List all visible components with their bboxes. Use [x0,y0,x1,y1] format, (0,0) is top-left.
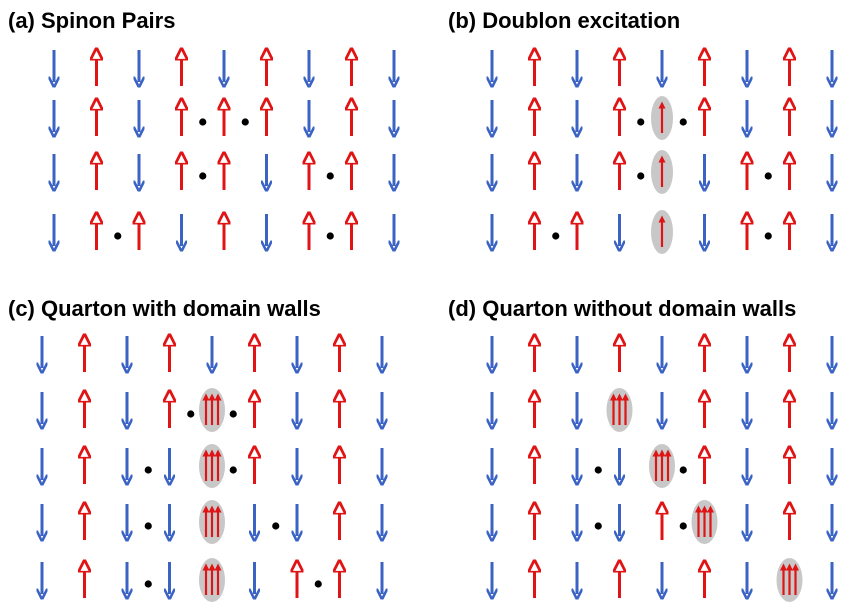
panel1-row2-8-holon-dot [764,172,772,180]
panel0-row3-2-holon-dot [114,232,122,240]
panel0-row3-8-holon-dot [326,232,334,240]
panel1-row2-4-holon-dot [637,172,645,180]
panel1-row1-4-holon-dot [637,118,645,126]
panel1-row3-8-holon-dot [764,232,772,240]
panel3-row3-3-holon-dot [594,522,602,530]
panel-a-title: (a) Spinon Pairs [8,8,176,33]
panel2-row1-4-holon-dot [187,410,195,418]
panel-c-title: (c) Quarton with domain walls [8,296,321,321]
panel-b-title: (b) Doublon excitation [448,8,681,33]
panel2-row4-8-holon-dot [314,580,322,588]
panel0-row1-6-holon-dot [241,118,249,126]
panel0-row2-4-holon-dot [199,172,207,180]
panel2-row3-3-holon-dot [144,522,152,530]
panel2-row2-3-holon-dot [144,466,152,474]
panel1-row3-2-holon-dot [552,232,560,240]
panel-d-title: (d) Quarton without domain walls [448,296,797,321]
panel3-row2-6-holon-dot [679,466,687,474]
panel2-row2-6-holon-dot [229,466,237,474]
panel1-row1-6-holon-dot [679,118,687,126]
panel2-row4-3-holon-dot [144,580,152,588]
panel0-row2-8-holon-dot [326,172,334,180]
panel2-row3-7-holon-dot [272,522,280,530]
panel3-row2-3-holon-dot [594,466,602,474]
panel2-row1-6-holon-dot [229,410,237,418]
panel0-row1-4-holon-dot [199,118,207,126]
panel3-row3-6-holon-dot [679,522,687,530]
